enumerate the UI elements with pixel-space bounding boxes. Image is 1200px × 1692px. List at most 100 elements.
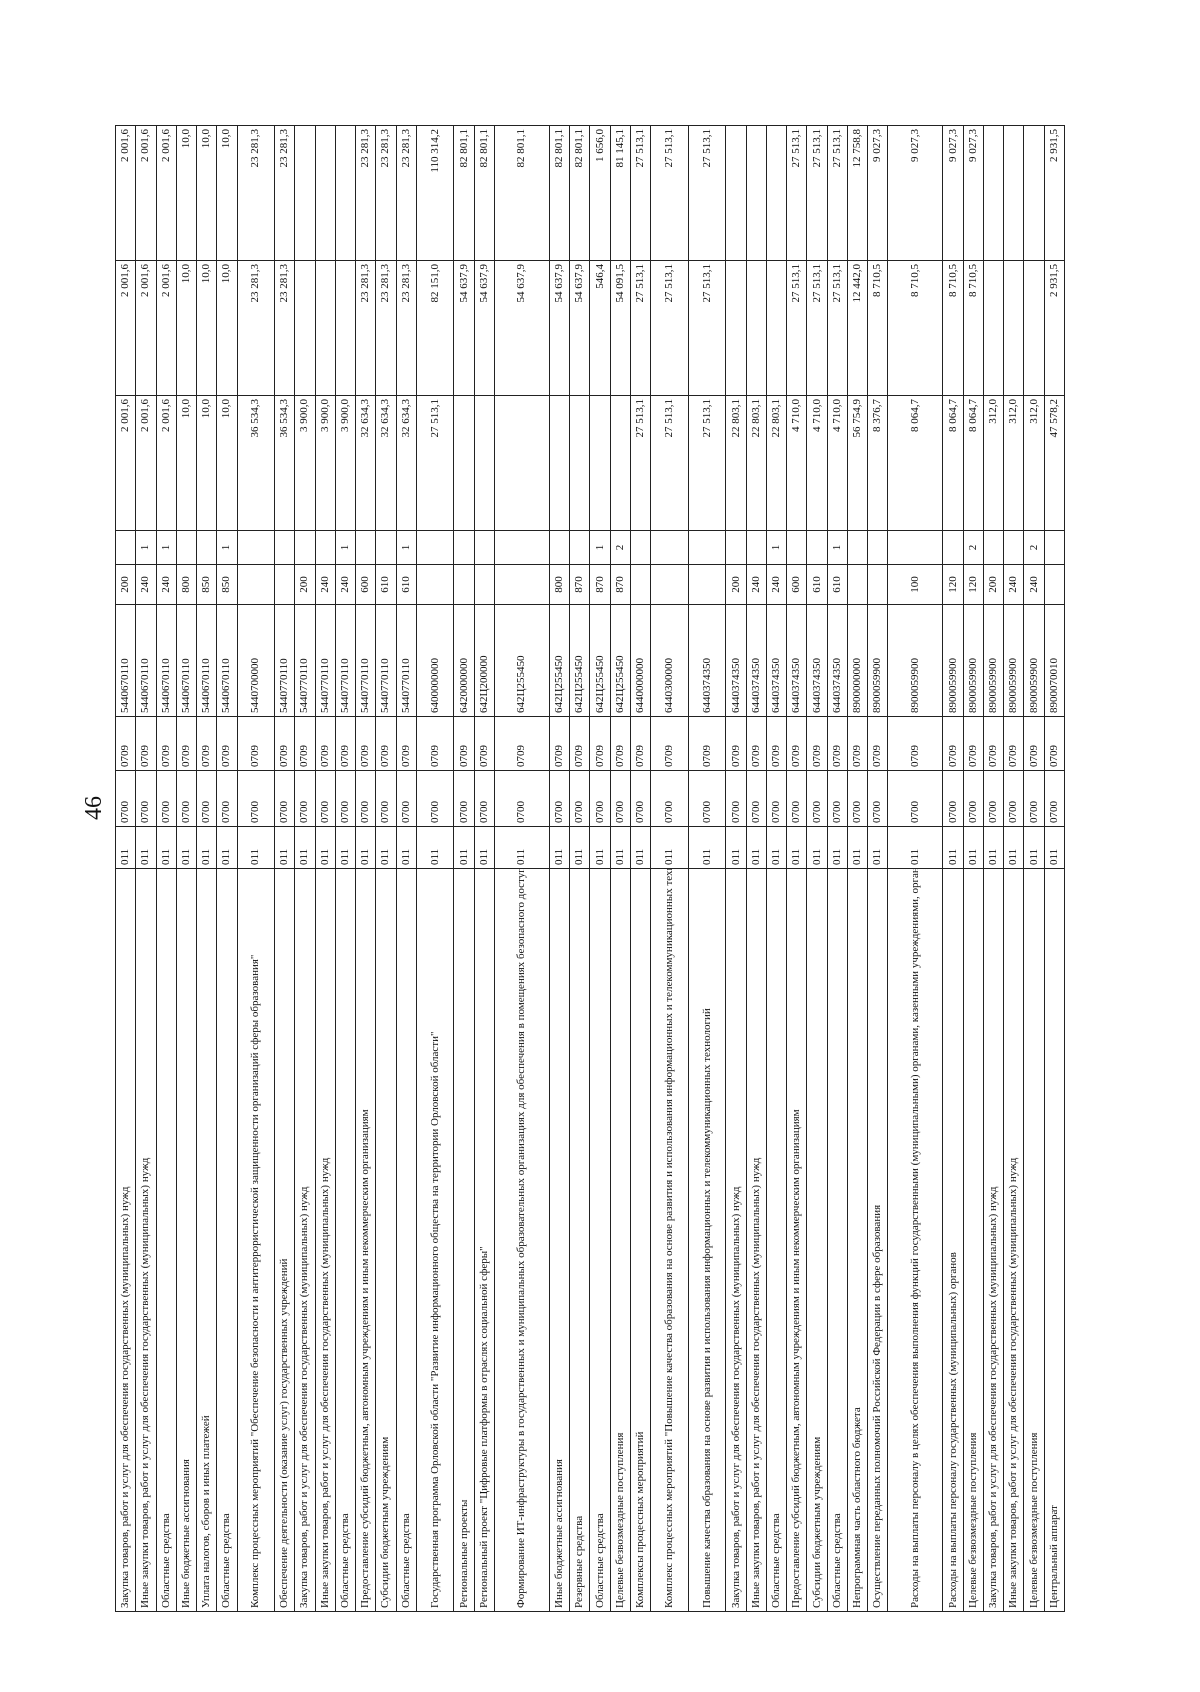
sum-2023-cell: 8 710,5: [867, 260, 888, 396]
expense-type-cell: [847, 564, 868, 605]
ministry-code-cell: 011: [1003, 826, 1024, 869]
sum-2022-cell: 3 900,0: [315, 395, 336, 531]
sum-2024-cell: 12 758,8: [847, 125, 868, 261]
source-code-cell: 2: [1023, 530, 1045, 565]
section-code-cell: 0700: [315, 770, 336, 827]
budget-table-sheet: Закупка товаров, работ и услуг для обесп…: [115, 125, 1065, 1612]
subsection-code-cell: 0709: [630, 716, 651, 771]
row-name-cell: Областные средства: [156, 868, 177, 1612]
sum-2022-cell: 2 001,6: [135, 395, 156, 531]
sum-2022-cell: 27 513,1: [650, 395, 689, 531]
target-code-cell: 5440770110: [294, 604, 316, 717]
section-code-cell: 0700: [375, 770, 397, 827]
target-code-cell: 642Ц255450: [569, 604, 590, 717]
subsection-code-cell: 0709: [315, 716, 336, 771]
source-code-cell: [494, 530, 550, 565]
subsection-code-cell: 0709: [237, 716, 275, 771]
source-code-cell: 1: [156, 530, 177, 565]
ministry-code-cell: 011: [569, 826, 590, 869]
source-code-cell: 1: [396, 530, 417, 565]
ministry-code-cell: 011: [237, 826, 275, 869]
expense-type-cell: 200: [294, 564, 316, 605]
sum-2023-cell: 54 091,5: [610, 260, 631, 396]
table-row: Расходы на выплаты персоналу государстве…: [942, 125, 964, 1612]
source-code-cell: [1044, 530, 1065, 565]
subsection-code-cell: 0709: [135, 716, 156, 771]
sum-2022-cell: [610, 395, 631, 531]
source-code-cell: 1: [216, 530, 237, 565]
target-code-cell: 642Ц200000: [474, 604, 495, 717]
ministry-code-cell: 011: [474, 826, 495, 869]
sum-2023-cell: 8 710,5: [942, 260, 964, 396]
ministry-code-cell: 011: [766, 826, 787, 869]
sum-2024-cell: [746, 125, 767, 261]
target-code-cell: 5440700000: [237, 604, 275, 717]
table-row: Формирование ИТ-инфраструктуры в государ…: [494, 125, 550, 1612]
subsection-code-cell: 0709: [963, 716, 984, 771]
sum-2024-cell: 27 513,1: [806, 125, 828, 261]
section-code-cell: 0700: [494, 770, 550, 827]
sum-2023-cell: 2 001,6: [115, 260, 136, 396]
row-name-cell: Предоставление субсидий бюджетным, автон…: [786, 868, 807, 1612]
table-row: Иные закупки товаров, работ и услуг для …: [315, 125, 336, 1612]
sum-2024-cell: 10,0: [176, 125, 197, 261]
ministry-code-cell: 011: [725, 826, 747, 869]
ministry-code-cell: 011: [688, 826, 726, 869]
source-code-cell: 1: [335, 530, 356, 565]
target-code-cell: 6420000000: [453, 604, 475, 717]
table-row: Осуществление переданных полномочий Росс…: [867, 125, 888, 1612]
source-code-cell: [983, 530, 1004, 565]
section-code-cell: 0700: [650, 770, 689, 827]
section-code-cell: 0700: [237, 770, 275, 827]
target-code-cell: 5440770110: [335, 604, 356, 717]
sum-2022-cell: 56 754,9: [847, 395, 868, 531]
table-row: Комплекс процессных мероприятий "Обеспеч…: [237, 125, 275, 1612]
source-code-cell: [746, 530, 767, 565]
sum-2023-cell: 27 513,1: [786, 260, 807, 396]
sum-2023-cell: 8 710,5: [887, 260, 943, 396]
sum-2023-cell: 54 637,9: [474, 260, 495, 396]
ministry-code-cell: 011: [942, 826, 964, 869]
expense-type-cell: 200: [983, 564, 1004, 605]
sum-2022-cell: 312,0: [1003, 395, 1024, 531]
section-code-cell: 0700: [942, 770, 964, 827]
sum-2024-cell: 81 145,1: [610, 125, 631, 261]
ministry-code-cell: 011: [396, 826, 417, 869]
section-code-cell: 0700: [569, 770, 590, 827]
section-code-cell: 0700: [355, 770, 376, 827]
target-code-cell: 5440670110: [135, 604, 156, 717]
section-code-cell: 0700: [766, 770, 787, 827]
sum-2023-cell: [746, 260, 767, 396]
table-row: Закупка товаров, работ и услуг для обесп…: [983, 125, 1004, 1612]
expense-type-cell: [494, 564, 550, 605]
source-code-cell: 2: [610, 530, 631, 565]
sum-2024-cell: 10,0: [196, 125, 217, 261]
row-name-cell: Осуществление переданных полномочий Росс…: [867, 868, 888, 1612]
source-code-cell: [786, 530, 807, 565]
row-name-cell: Предоставление субсидий бюджетным, автон…: [355, 868, 376, 1612]
sum-2023-cell: 23 281,3: [396, 260, 417, 396]
source-code-cell: [867, 530, 888, 565]
target-code-cell: 5440770110: [375, 604, 397, 717]
section-code-cell: 0700: [1044, 770, 1065, 827]
section-code-cell: 0700: [688, 770, 726, 827]
source-code-cell: 1: [766, 530, 787, 565]
ministry-code-cell: 011: [274, 826, 295, 869]
expense-type-cell: 120: [963, 564, 984, 605]
ministry-code-cell: 011: [115, 826, 136, 869]
section-code-cell: 0700: [176, 770, 197, 827]
sum-2023-cell: 10,0: [176, 260, 197, 396]
target-code-cell: 5440670110: [115, 604, 136, 717]
sum-2023-cell: 10,0: [216, 260, 237, 396]
target-code-cell: 6440300000: [650, 604, 689, 717]
table-row: Закупка товаров, работ и услуг для обесп…: [725, 125, 747, 1612]
row-name-cell: Центральный аппарат: [1044, 868, 1065, 1612]
sum-2023-cell: 8 710,5: [963, 260, 984, 396]
sum-2024-cell: [294, 125, 316, 261]
subsection-code-cell: 0709: [589, 716, 611, 771]
section-code-cell: 0700: [827, 770, 848, 827]
